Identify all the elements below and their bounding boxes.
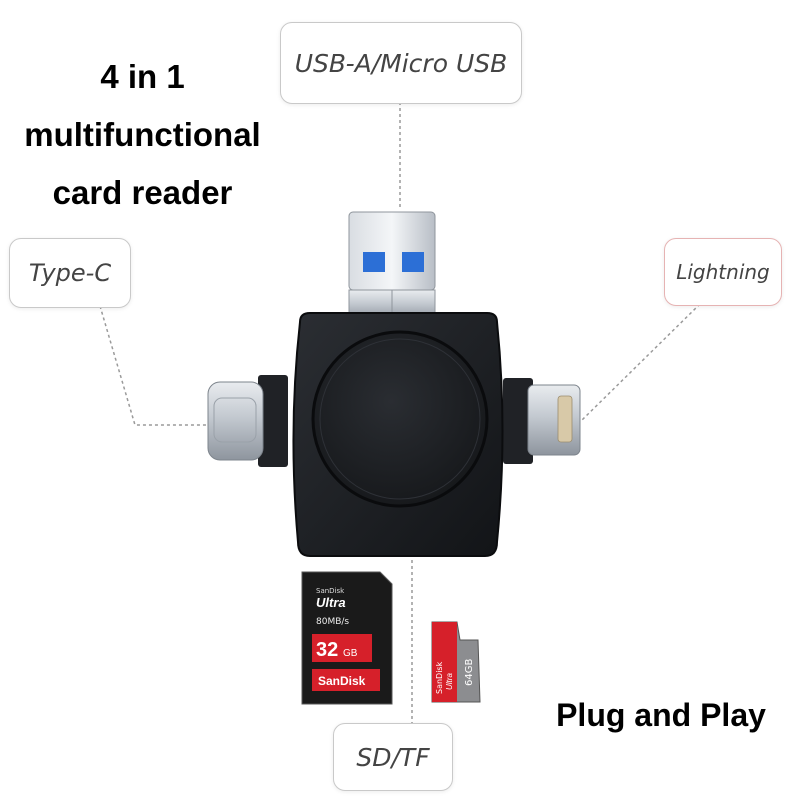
reader-body [292,312,504,557]
lightning-callout-label: Lightning [676,260,770,284]
tagline: Plug and Play [556,697,766,733]
sd-brand: SanDisk [316,587,345,595]
micro-sd-card: SanDisk Ultra 64GB [431,621,481,703]
typec-leader-line [99,305,228,426]
sdtf-callout-label: SD/TF [356,742,430,772]
sd-capacity: 32 [316,639,338,661]
typec-callout-label: Type-C [28,259,112,287]
leader-lines [99,102,701,723]
sd-card: SanDisk Ultra 80MB/s 32 GB SanDisk [301,571,393,705]
micro-sd-brand: SanDisk [435,661,444,694]
sdtf-callout: SD/TF [333,723,453,791]
usb-pin-left [363,252,385,272]
lightning-connector [503,378,581,464]
lightning-callout: Lightning [664,238,782,306]
micro-sd-line: Ultra [445,673,454,690]
usb-callout-label: USB-A/Micro USB [294,48,508,78]
sd-line: Ultra [316,595,346,610]
sd-unit: GB [343,648,358,659]
sd-speed: 80MB/s [316,617,349,627]
usb-pin-right [402,252,424,272]
reader-disc [311,330,489,508]
usb-callout: USB-A/Micro USB [280,22,522,104]
headline: 4 in 1 multifunctional card reader [0,48,285,222]
micro-sd-capacity: 64GB [464,659,475,686]
usb-a-connector [348,211,436,321]
type-c-connector [207,375,288,467]
lightning-leader-line [581,303,701,421]
headline-line-2: multifunctional [24,116,261,153]
sd-footer-brand: SanDisk [318,674,366,688]
headline-line-1: 4 in 1 [100,58,185,95]
headline-line-3: card reader [52,174,233,211]
typec-callout: Type-C [9,238,131,308]
